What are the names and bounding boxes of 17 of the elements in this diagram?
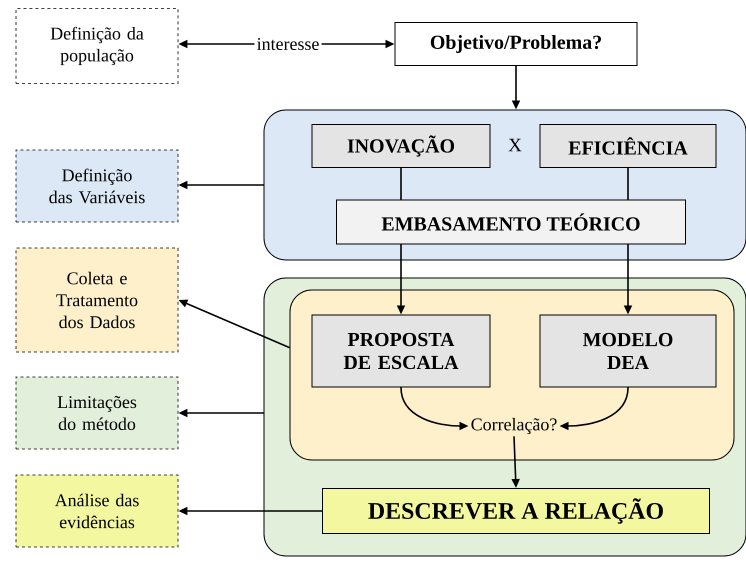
connector-line [400,168,402,200]
note-box: Definição da população [16,8,178,84]
process-box: EFICIÊNCIA [540,124,716,168]
process-box: INOVAÇÃO [312,124,490,168]
process-box: MODELO DEA [540,314,716,388]
process-box: EMBASAMENTO TEÓRICO [336,200,686,244]
question-text: Correlação? [471,418,557,434]
note-box: Análise das evidências [16,474,178,548]
note-box: Limitações do método [16,376,178,450]
note-box: Coleta e Tratamento dos Dados [16,248,178,352]
process-box: PROPOSTA DE ESCALA [312,314,490,388]
process-box: Objetivo/Problema? [394,22,638,66]
result-box: DESCREVER A RELAÇÃO [322,488,710,534]
note-box: Definição das Variáveis [16,150,178,222]
separator-text: X [508,138,522,152]
text-label: interesse [257,38,319,50]
connector-line [627,168,629,200]
